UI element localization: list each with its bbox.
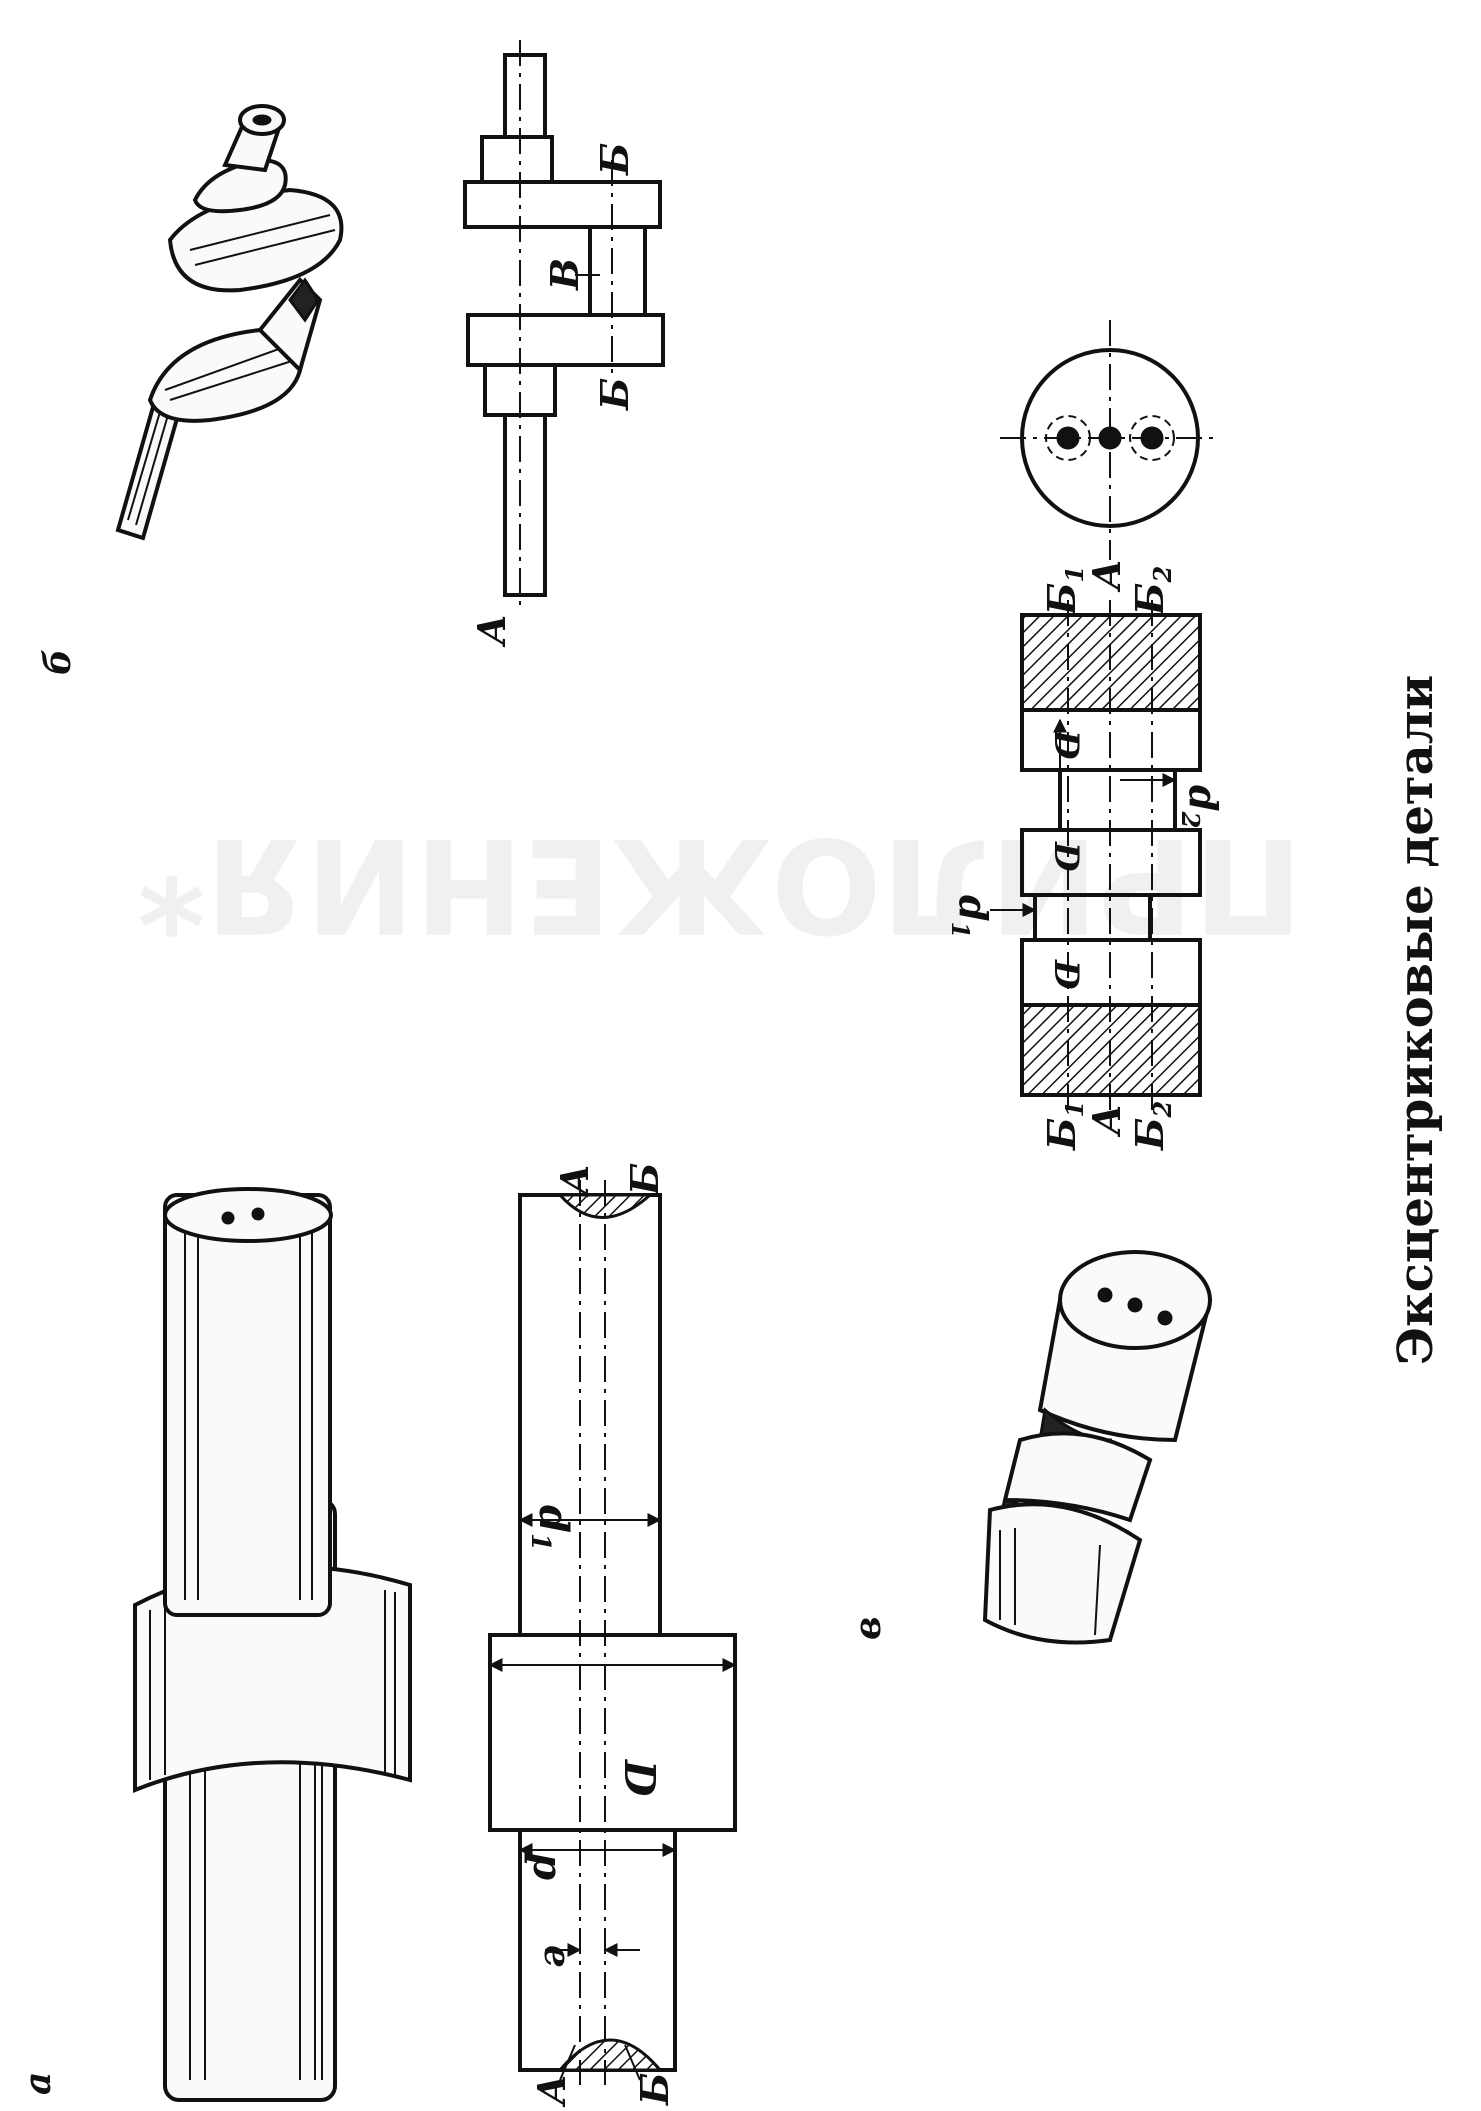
panel-c-section-view [990,600,1202,1115]
panel-a-letter: а [17,2072,59,2095]
panel-c-dimension-d2: d2 [1176,785,1226,828]
panel-a-section-view [488,1180,737,2085]
dimension-D: D [615,1759,664,1797]
panel-b-orthographic-view [463,40,665,610]
panel-a-label-bottom-a: А [529,2074,574,2108]
panel-c-dimension-d1: d1 [946,895,996,938]
panel-c-label-a-bottom: А [1084,1104,1129,1138]
panel-a-isometric-shaft [133,1187,412,2102]
panel-c-end-view [1000,320,1220,560]
panel-b: б А Б Б В [37,40,665,675]
panel-c-label-b2-bottom: Б2 [1127,1101,1177,1151]
panel-c-isometric-part [982,1250,1213,1645]
panel-c-label-a-top: А [1084,559,1129,593]
dimension-d: d [518,1852,565,1880]
panel-b-label-b-left: Б [592,378,637,411]
panel-b-isometric-crankshaft [115,104,344,541]
panel-b-label-b-right: Б [592,143,637,176]
panel-b-labels: б А Б Б В [37,143,637,675]
panel-c-dimension-D-bottom: D [1046,959,1086,990]
panel-a-label-bottom-b: Б [632,2073,677,2106]
panel-c-label-b1-bottom: Б1 [1039,1101,1089,1151]
panel-c-label-b2-top: Б2 [1127,566,1177,616]
watermark: ПРИЛОЖЕНИЯ* [138,809,1303,961]
figure-caption: Эксцентриковые детали [1388,675,1444,1365]
dimension-e: е [536,1945,578,1968]
panel-b-label-a: А [469,614,514,648]
panel-c-letter: в [847,1616,889,1640]
panel-b-letter: б [37,649,79,675]
panel-b-label-v: В [542,258,587,291]
panel-a: а А Б А Б D d d1 е [17,1163,737,2108]
panel-a-label-top-a: А [552,1164,597,1198]
dimension-d1: d1 [525,1505,577,1551]
panel-c-label-b1-top: Б1 [1039,566,1089,616]
panel-a-labels: а А Б А Б D d d1 е [17,1163,677,2108]
panel-c-dimension-D-top: D [1046,729,1086,760]
panel-a-label-top-b: Б [622,1163,667,1196]
panel-c: в Б1 А Б2 Б1 А Б2 D D D d2 d1 [847,320,1226,1645]
panel-c-labels: в Б1 А Б2 Б1 А Б2 D D D d2 d1 [847,559,1226,1640]
panel-c-dimension-D-mid: D [1046,841,1086,872]
